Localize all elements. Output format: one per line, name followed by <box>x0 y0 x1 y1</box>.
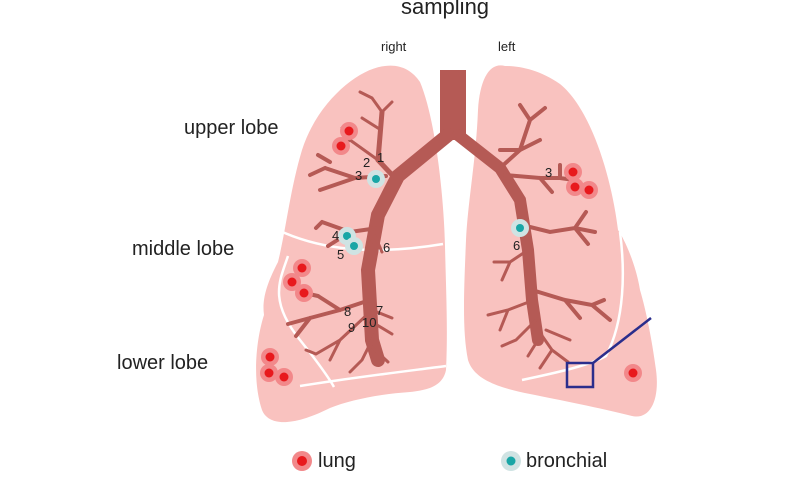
lung-marker <box>340 122 358 140</box>
lung-marker <box>295 284 313 302</box>
left-lung-shape <box>464 65 657 417</box>
lung-marker <box>566 178 584 196</box>
bronchial-marker <box>367 170 385 188</box>
lung-marker <box>332 137 350 155</box>
lung-marker <box>261 348 279 366</box>
segment-label: 2 <box>363 155 370 170</box>
segment-label: 9 <box>348 320 355 335</box>
right-side-label: right <box>381 39 407 54</box>
legend-bronchial-label: bronchial <box>526 450 608 472</box>
lung-marker <box>624 364 642 382</box>
diagram-title: sampling <box>401 0 490 19</box>
upper-lobe-label: upper lobe <box>184 117 279 139</box>
legend-bronchial-marker <box>501 451 521 471</box>
lung-marker <box>293 259 311 277</box>
segment-label: 8 <box>344 304 351 319</box>
segment-label: 6 <box>383 240 390 255</box>
trachea <box>440 70 466 140</box>
inset-pointer <box>592 317 652 364</box>
right-oblique-fissure <box>277 255 336 388</box>
segment-label: 3 <box>545 165 552 180</box>
bronchial-marker <box>345 237 363 255</box>
legend-lung-label: lung <box>318 450 356 472</box>
legend-lung-marker <box>292 451 312 471</box>
inset-box <box>565 361 595 389</box>
segment-label: 5 <box>337 247 344 262</box>
segment-label: 4 <box>332 228 339 243</box>
right-horizontal-fissure <box>277 228 444 252</box>
lung-marker <box>580 181 598 199</box>
segment-label: 7 <box>376 303 383 318</box>
segment-label: 10 <box>362 315 376 330</box>
segment-label: 3 <box>355 168 362 183</box>
bronchial-marker <box>511 219 529 237</box>
lung-marker <box>275 368 293 386</box>
lung-marker <box>283 273 301 291</box>
left-side-label: left <box>498 39 516 54</box>
segment-label: 6 <box>513 238 520 253</box>
left-oblique-fissure <box>521 231 625 382</box>
middle-lobe-label: middle lobe <box>132 238 235 260</box>
right-lower-fissure <box>299 364 447 388</box>
lung-marker <box>260 364 278 382</box>
segment-label: 1 <box>377 150 384 165</box>
lung-marker <box>564 163 582 181</box>
lower-lobe-label: lower lobe <box>117 352 209 374</box>
